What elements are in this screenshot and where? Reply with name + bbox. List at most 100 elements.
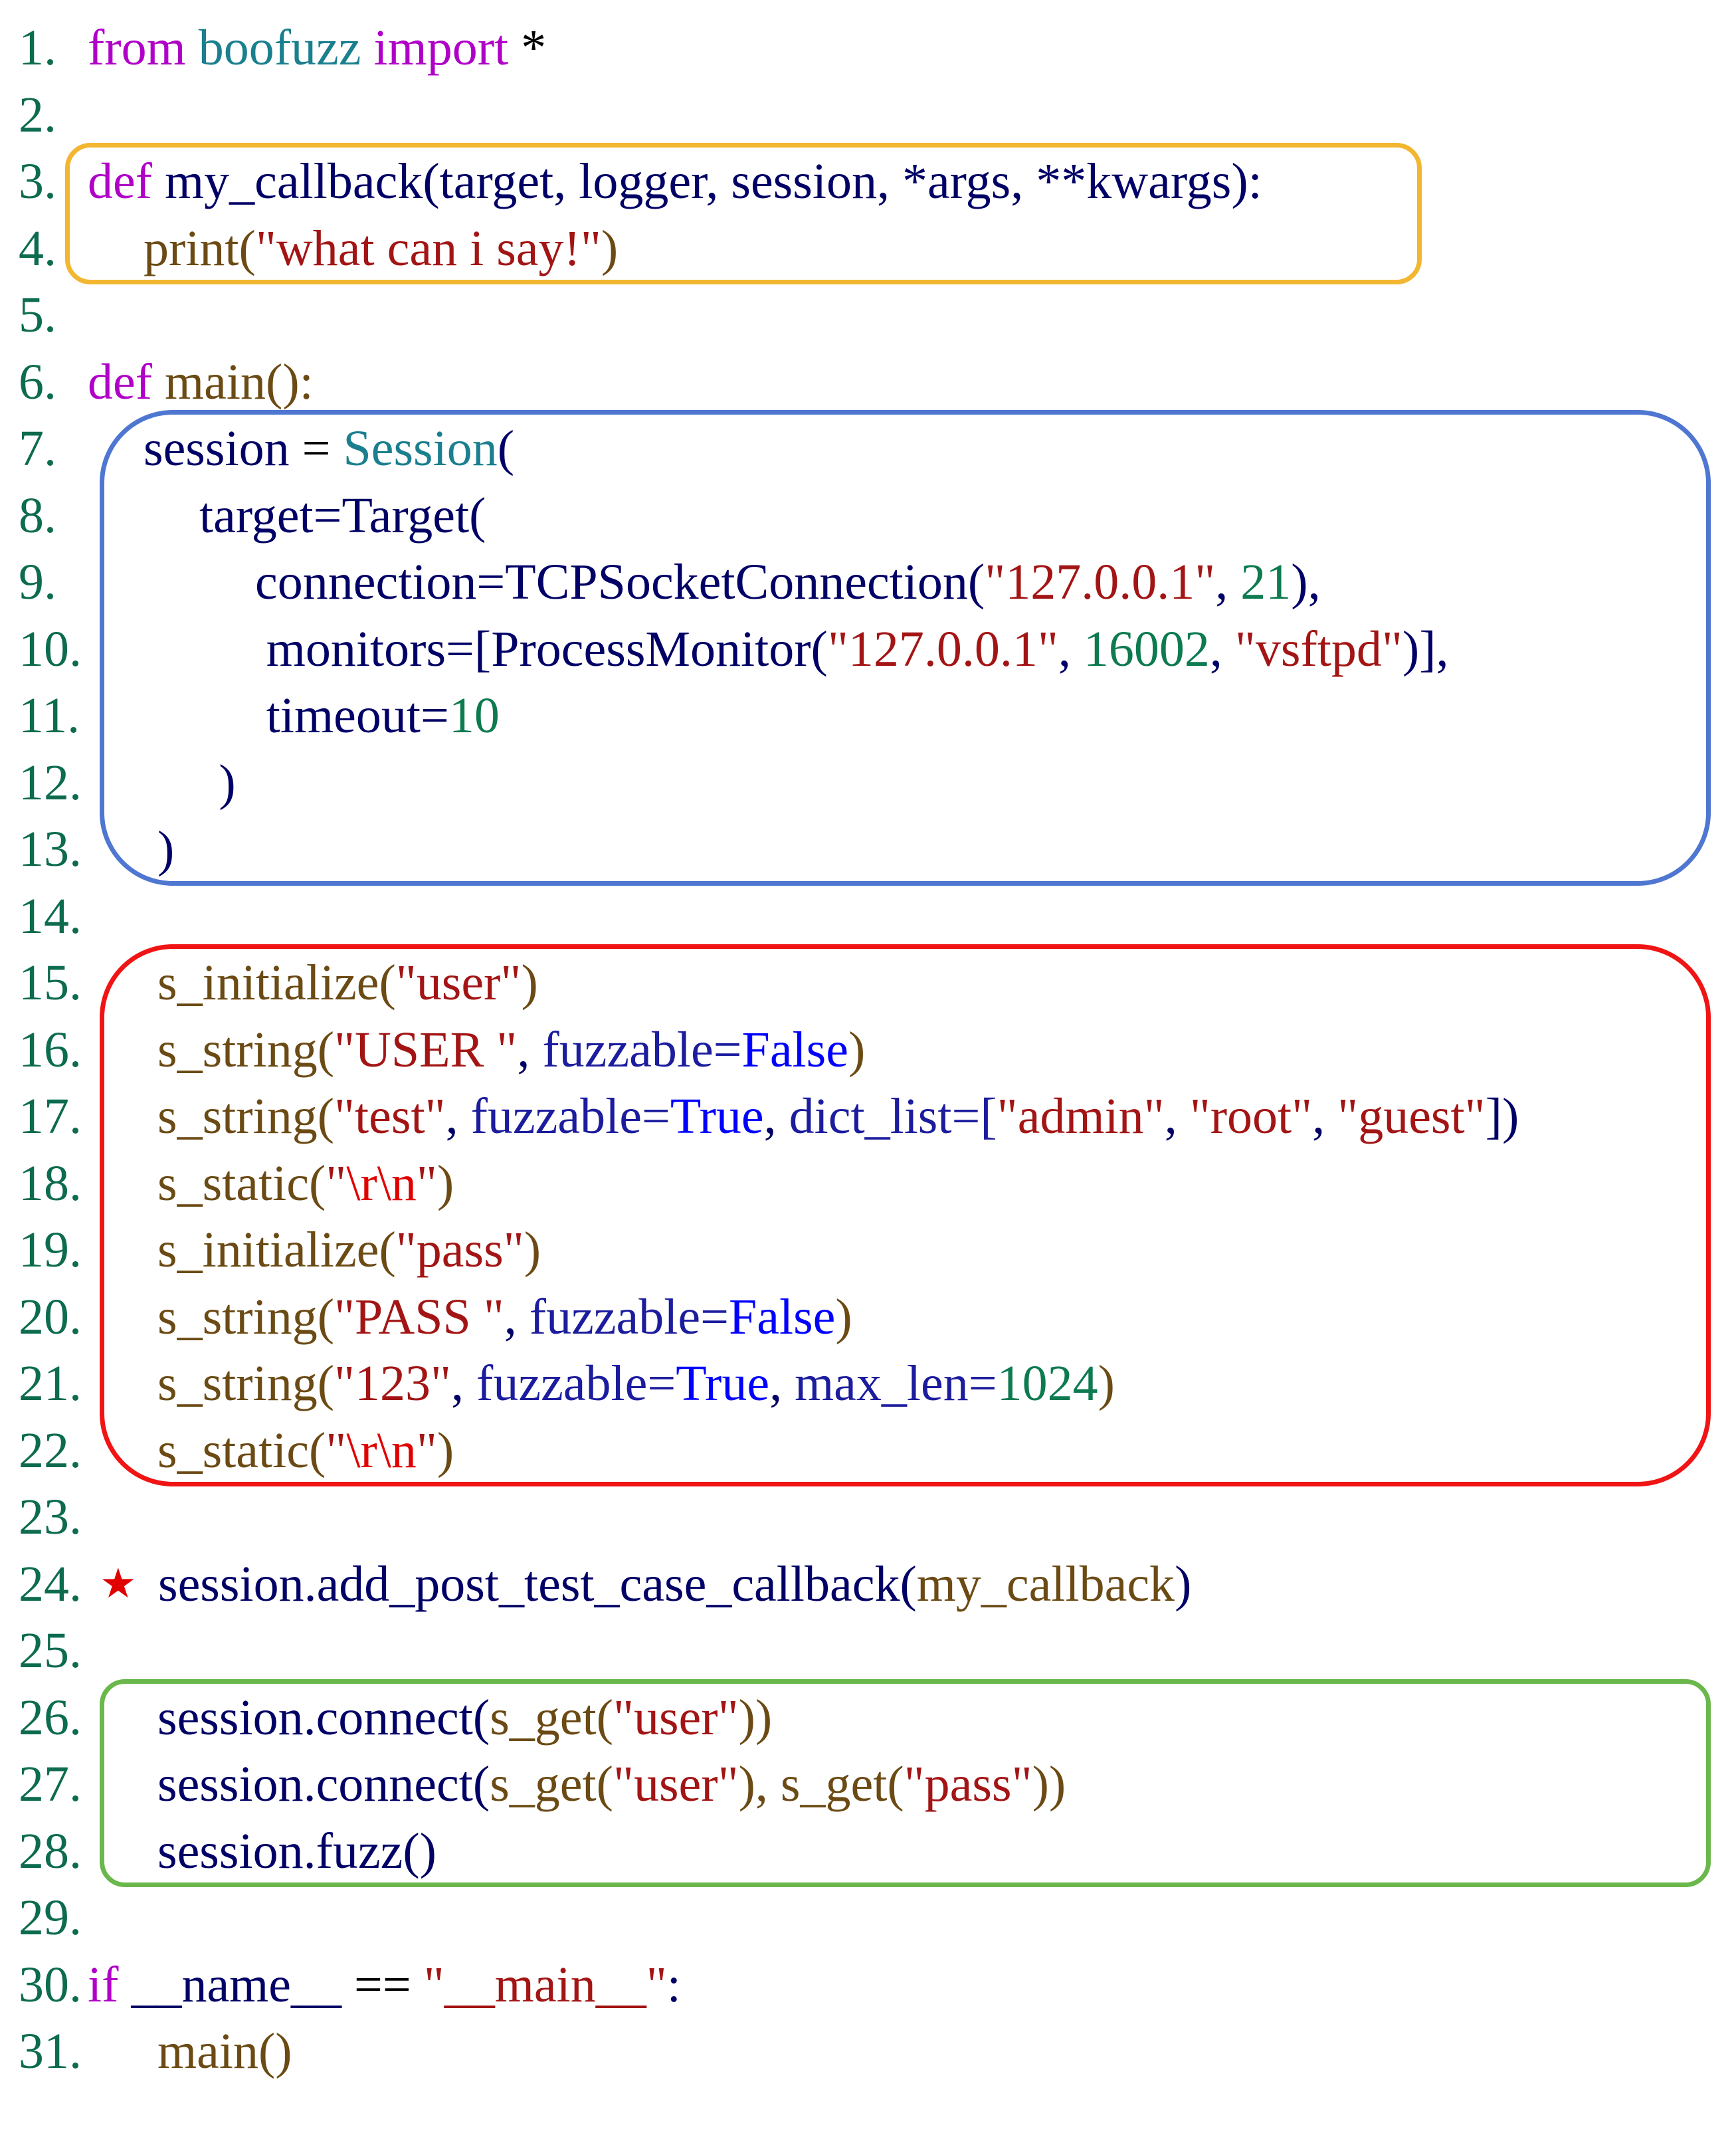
code-token: s_string( xyxy=(157,1356,334,1411)
code-text: s_initialize("pass") xyxy=(157,1217,541,1283)
line-number: 14. xyxy=(19,888,82,944)
code-token: = xyxy=(289,421,343,476)
code-token: , xyxy=(1058,621,1084,677)
code-token: ]) xyxy=(1485,1088,1519,1144)
line-number: 19. xyxy=(19,1222,82,1278)
code-token: s_static( xyxy=(157,1155,326,1211)
code-text: from boofuzz import * xyxy=(88,15,546,81)
code-token: ) xyxy=(521,955,538,1011)
code-token: fuzzable= xyxy=(476,1356,676,1411)
code-token: : xyxy=(666,1956,681,2013)
callback-box xyxy=(65,143,1422,284)
line-number: 15. xyxy=(19,955,82,1011)
code-token: "test" xyxy=(334,1088,446,1144)
line-number: 1. xyxy=(19,20,56,76)
line-number: 22. xyxy=(19,1422,82,1478)
code-token: )], xyxy=(1402,621,1449,677)
code-token: "PASS " xyxy=(334,1288,504,1345)
code-token: def xyxy=(88,153,153,209)
code-token: "root" xyxy=(1189,1088,1313,1144)
code-token: ) xyxy=(219,754,236,811)
code-token: def xyxy=(88,354,153,410)
line-number: 10. xyxy=(19,621,82,677)
code-text: s_string("test", fuzzable=True, dict_lis… xyxy=(157,1083,1519,1150)
code-token: Session xyxy=(343,421,498,476)
code-token: max_len= xyxy=(795,1356,997,1411)
line-number: 28. xyxy=(19,1823,82,1879)
code-token: 16002 xyxy=(1083,621,1210,677)
code-token: False xyxy=(741,1021,848,1078)
code-token: s_initialize( xyxy=(157,1222,396,1278)
code-token: \r\n xyxy=(346,1155,417,1211)
code-token: " xyxy=(416,1155,437,1211)
code-token: , xyxy=(517,1021,543,1078)
code-token: ) xyxy=(1175,1556,1192,1612)
code-token: "pass" xyxy=(395,1222,524,1278)
code-token: fuzzable= xyxy=(542,1021,742,1078)
code-token: "127.0.0.1" xyxy=(827,621,1058,677)
code-text: session.connect(s_get("user"), s_get("pa… xyxy=(157,1751,1066,1817)
code-token: 1024 xyxy=(997,1356,1098,1411)
code-token: " xyxy=(416,1422,437,1478)
code-token: dict_list=[ xyxy=(789,1088,997,1144)
code-text: s_string("USER ", fuzzable=False) xyxy=(157,1017,865,1083)
code-token: , xyxy=(769,1356,795,1411)
code-token: ) xyxy=(835,1288,852,1345)
code-token xyxy=(152,354,165,410)
code-token: False xyxy=(728,1288,836,1345)
code-token: , xyxy=(451,1356,477,1411)
code-token: if xyxy=(88,1956,119,2013)
code-token: s_string( xyxy=(157,1021,334,1078)
code-token: session.add_post_test_case_callback( xyxy=(158,1556,917,1612)
code-token: session.connect( xyxy=(157,1689,490,1746)
code-token: , xyxy=(445,1088,471,1144)
code-token: import xyxy=(373,20,509,76)
code-token: "guest" xyxy=(1337,1088,1486,1144)
code-token: " xyxy=(326,1422,347,1478)
code-token: "what can i say!" xyxy=(255,220,601,276)
code-token: ) xyxy=(436,1422,454,1478)
code-token: monitors=[ProcessMonitor( xyxy=(266,621,828,677)
line-number: 2. xyxy=(19,86,56,143)
code-text: ) xyxy=(219,750,235,816)
code-text: s_static("\r\n") xyxy=(157,1150,454,1217)
line-number: 25. xyxy=(19,1623,82,1678)
line-number: 20. xyxy=(19,1288,82,1345)
star-icon: ★ xyxy=(100,1561,137,1607)
line-number: 30. xyxy=(19,1956,82,2013)
code-token xyxy=(118,1957,131,2013)
code-token: ), s_get( xyxy=(738,1756,904,1812)
line-number: 26. xyxy=(19,1689,82,1746)
code-token xyxy=(152,153,165,209)
code-token: , xyxy=(1312,1088,1338,1144)
code-token: boofuzz xyxy=(198,20,361,76)
code-token: ), xyxy=(1291,554,1321,610)
line-number: 9. xyxy=(19,554,56,610)
line-number: 17. xyxy=(19,1088,82,1144)
code-token: __name__ xyxy=(131,1956,342,2013)
code-token: "user" xyxy=(395,955,522,1011)
line-number: 13. xyxy=(19,821,82,877)
code-token: "123" xyxy=(334,1356,452,1411)
code-token: == xyxy=(341,1956,424,2013)
line-number: 29. xyxy=(19,1890,82,1946)
code-token: " xyxy=(326,1155,347,1211)
code-token: * xyxy=(508,20,547,76)
code-text: timeout=10 xyxy=(266,682,500,749)
code-token: main() xyxy=(157,2023,292,2079)
line-number: 11. xyxy=(19,688,80,744)
line-number: 3. xyxy=(19,153,56,209)
code-token: "admin" xyxy=(997,1088,1165,1144)
code-text: main() xyxy=(157,2018,292,2084)
line-number: 24. xyxy=(19,1556,82,1612)
code-text: print("what can i say!") xyxy=(144,215,618,282)
code-token: True xyxy=(676,1356,770,1411)
code-token: "user" xyxy=(613,1689,739,1746)
code-token: ) xyxy=(601,220,619,276)
code-token: target=Target( xyxy=(199,487,486,544)
code-token xyxy=(361,20,374,76)
code-token: , xyxy=(1209,621,1235,677)
code-text: target=Target( xyxy=(199,482,486,549)
code-token: session.fuzz() xyxy=(157,1823,436,1879)
